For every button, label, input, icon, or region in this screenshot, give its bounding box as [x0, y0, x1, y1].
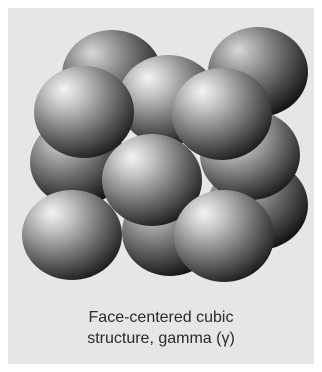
sphere [172, 68, 272, 160]
sphere [22, 190, 122, 280]
figure-caption: Face-centered cubic structure, gamma (γ) [0, 307, 322, 349]
sphere [34, 66, 134, 158]
caption-line-2: structure, gamma (γ) [0, 328, 322, 349]
caption-line-1: Face-centered cubic [0, 307, 322, 328]
fcc-sphere-model [0, 0, 322, 300]
sphere [174, 190, 274, 282]
